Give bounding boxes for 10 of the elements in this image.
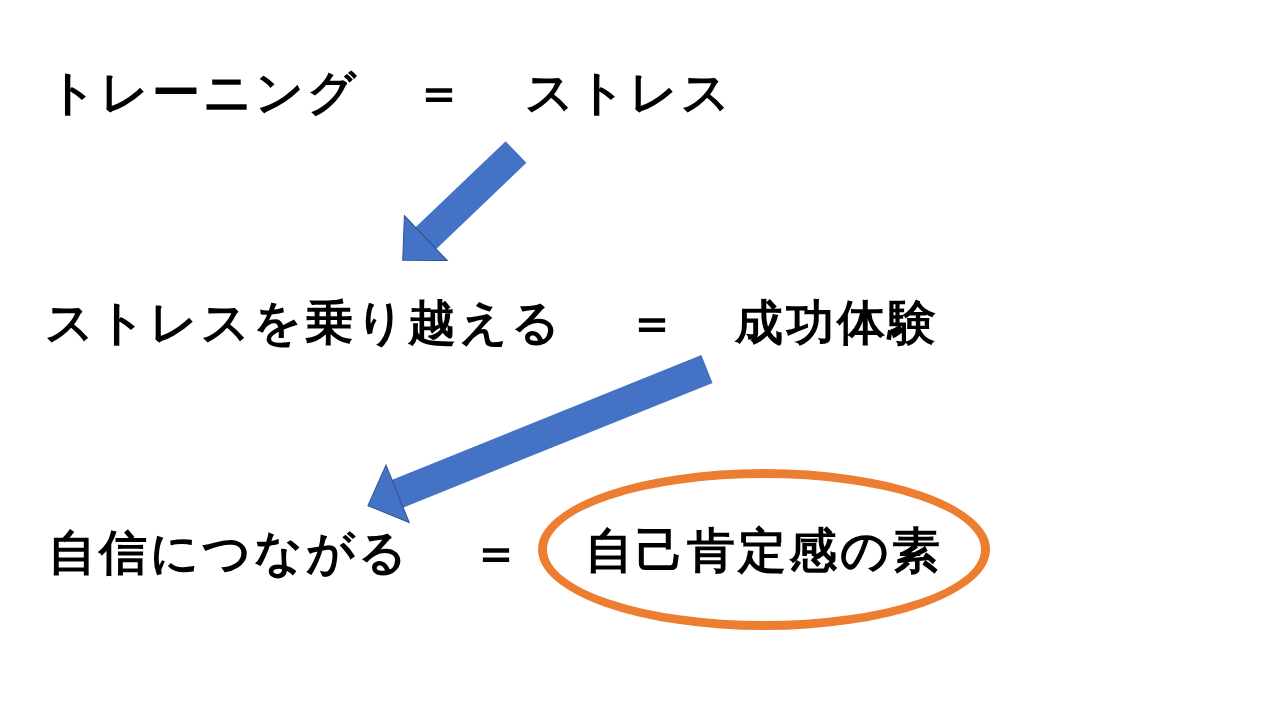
equals-sign: ＝ [472,523,523,581]
phrase-text: 自己肯定感の素 [585,520,943,579]
equals-sign: ＝ [415,63,466,121]
phrase-text: 成功体験 [735,293,939,351]
phrase-text: 自信につながる [48,523,410,581]
highlight-ellipse [538,469,990,630]
phrase-text: ストレス [525,63,733,121]
phrase-text: ストレスを乗り越える [45,293,563,351]
equals-sign: ＝ [628,293,679,351]
phrase-text: トレーニング [48,63,359,121]
